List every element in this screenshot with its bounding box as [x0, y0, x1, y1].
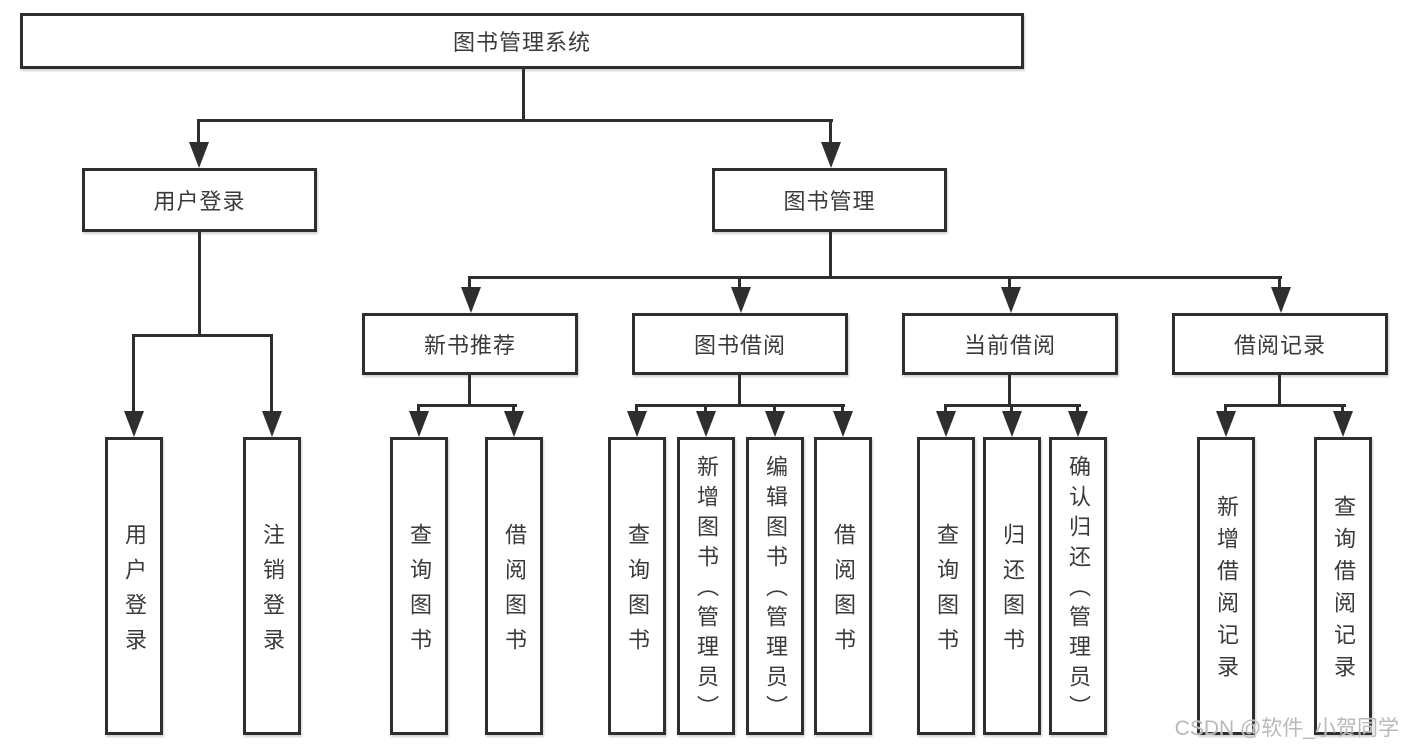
connector-arrowhead	[504, 411, 524, 437]
node-book-management: 图书管理	[712, 168, 947, 232]
leaf-add-books-admin: 新增图书（管理员）	[677, 437, 735, 735]
leaf-label: 新增图书（管理员）	[694, 455, 719, 725]
leaf-return-books: 归还图书	[983, 437, 1041, 735]
connector-arrowhead	[1271, 287, 1291, 313]
node-label: 借阅记录	[1233, 333, 1326, 358]
connector-line	[1010, 404, 1013, 415]
connector-arrowhead	[189, 142, 209, 168]
connector-arrowhead	[124, 411, 144, 437]
leaf-logout: 注销登录	[243, 437, 301, 735]
leaf-label: 借阅图书	[831, 522, 856, 663]
leaf-edit-books-admin: 编辑图书（管理员）	[746, 437, 804, 735]
connector-line	[417, 404, 517, 407]
connector-line	[738, 375, 741, 406]
leaf-label: 确认归还（管理员）	[1066, 455, 1091, 725]
leaf-label: 查询借阅记录	[1331, 495, 1356, 687]
node-label: 用户登录	[153, 189, 246, 214]
csdn-watermark: CSDN @软件_小贺同学	[1174, 717, 1399, 740]
connector-arrowhead	[262, 411, 282, 437]
connector-line	[635, 404, 845, 407]
node-current-borrowing: 当前借阅	[902, 313, 1118, 375]
connector-line	[468, 375, 471, 406]
connector-line	[841, 404, 844, 415]
node-label: 当前借阅	[963, 333, 1056, 358]
connector-line	[198, 232, 201, 336]
connector-arrowhead	[936, 411, 956, 437]
leaf-borrow-books: 借阅图书	[814, 437, 872, 735]
leaf-query-books-current: 查询图书	[917, 437, 975, 735]
connector-arrowhead	[409, 411, 429, 437]
connector-line	[468, 276, 1282, 279]
leaf-label: 查询图书	[625, 522, 650, 663]
leaf-label: 归还图书	[1000, 522, 1025, 663]
connector-line	[197, 119, 833, 122]
node-label: 图书管理	[783, 189, 876, 214]
connector-line	[1008, 375, 1011, 406]
connector-line	[1008, 276, 1011, 290]
leaf-label: 新增借阅记录	[1214, 495, 1239, 687]
leaf-label: 借阅图书	[502, 522, 527, 663]
connector-line	[522, 69, 525, 121]
connector-line	[132, 334, 273, 337]
connector-line	[704, 404, 707, 415]
connector-arrowhead	[765, 411, 785, 437]
node-label: 图书借阅	[693, 333, 786, 358]
connector-line	[468, 276, 471, 290]
connector-arrowhead	[1002, 411, 1022, 437]
connector-line	[635, 404, 638, 415]
connector-line	[197, 119, 200, 149]
leaf-query-borrow-record: 查询借阅记录	[1314, 437, 1372, 735]
connector-line	[738, 276, 741, 290]
connector-line	[1076, 404, 1079, 415]
leaf-label: 注销登录	[260, 522, 285, 663]
connector-arrowhead	[461, 287, 481, 313]
connector-arrowhead	[821, 142, 841, 168]
leaf-label: 用户登录	[122, 522, 147, 663]
leaf-label: 查询图书	[934, 522, 959, 663]
connector-arrowhead	[731, 287, 751, 313]
leaf-user-login: 用户登录	[105, 437, 163, 735]
leaf-label: 编辑图书（管理员）	[763, 455, 788, 725]
connector-arrowhead	[833, 411, 853, 437]
leaf-query-books-borrowing: 查询图书	[608, 437, 666, 735]
leaf-add-borrow-record: 新增借阅记录	[1197, 437, 1255, 735]
node-library-management-system: 图书管理系统	[20, 13, 1024, 69]
leaf-label: 查询图书	[407, 522, 432, 663]
connector-arrowhead	[696, 411, 716, 437]
connector-arrowhead	[627, 411, 647, 437]
leaf-confirm-return-admin: 确认归还（管理员）	[1049, 437, 1107, 735]
connector-line	[1224, 404, 1346, 407]
connector-line	[1278, 375, 1281, 406]
connector-line	[829, 119, 832, 149]
connector-line	[132, 334, 135, 413]
connector-line	[512, 404, 515, 415]
connector-line	[1224, 404, 1227, 415]
connector-line	[1341, 404, 1344, 415]
connector-line	[270, 334, 273, 413]
node-label: 图书管理系统	[452, 30, 591, 55]
connector-line	[944, 404, 947, 415]
connector-line	[829, 232, 832, 278]
connector-arrowhead	[1216, 411, 1236, 437]
leaf-query-books-recommend: 查询图书	[390, 437, 448, 735]
node-user-login: 用户登录	[82, 168, 317, 232]
connector-line	[773, 404, 776, 415]
leaf-borrow-books-recommend: 借阅图书	[485, 437, 543, 735]
node-new-book-recommend: 新书推荐	[362, 313, 578, 375]
node-borrowing-records: 借阅记录	[1172, 313, 1388, 375]
connector-arrowhead	[1001, 287, 1021, 313]
connector-line	[1278, 276, 1281, 290]
connector-arrowhead	[1068, 411, 1088, 437]
node-book-borrowing: 图书借阅	[632, 313, 848, 375]
node-label: 新书推荐	[423, 333, 516, 358]
connector-line	[417, 404, 420, 415]
connector-arrowhead	[1333, 411, 1353, 437]
